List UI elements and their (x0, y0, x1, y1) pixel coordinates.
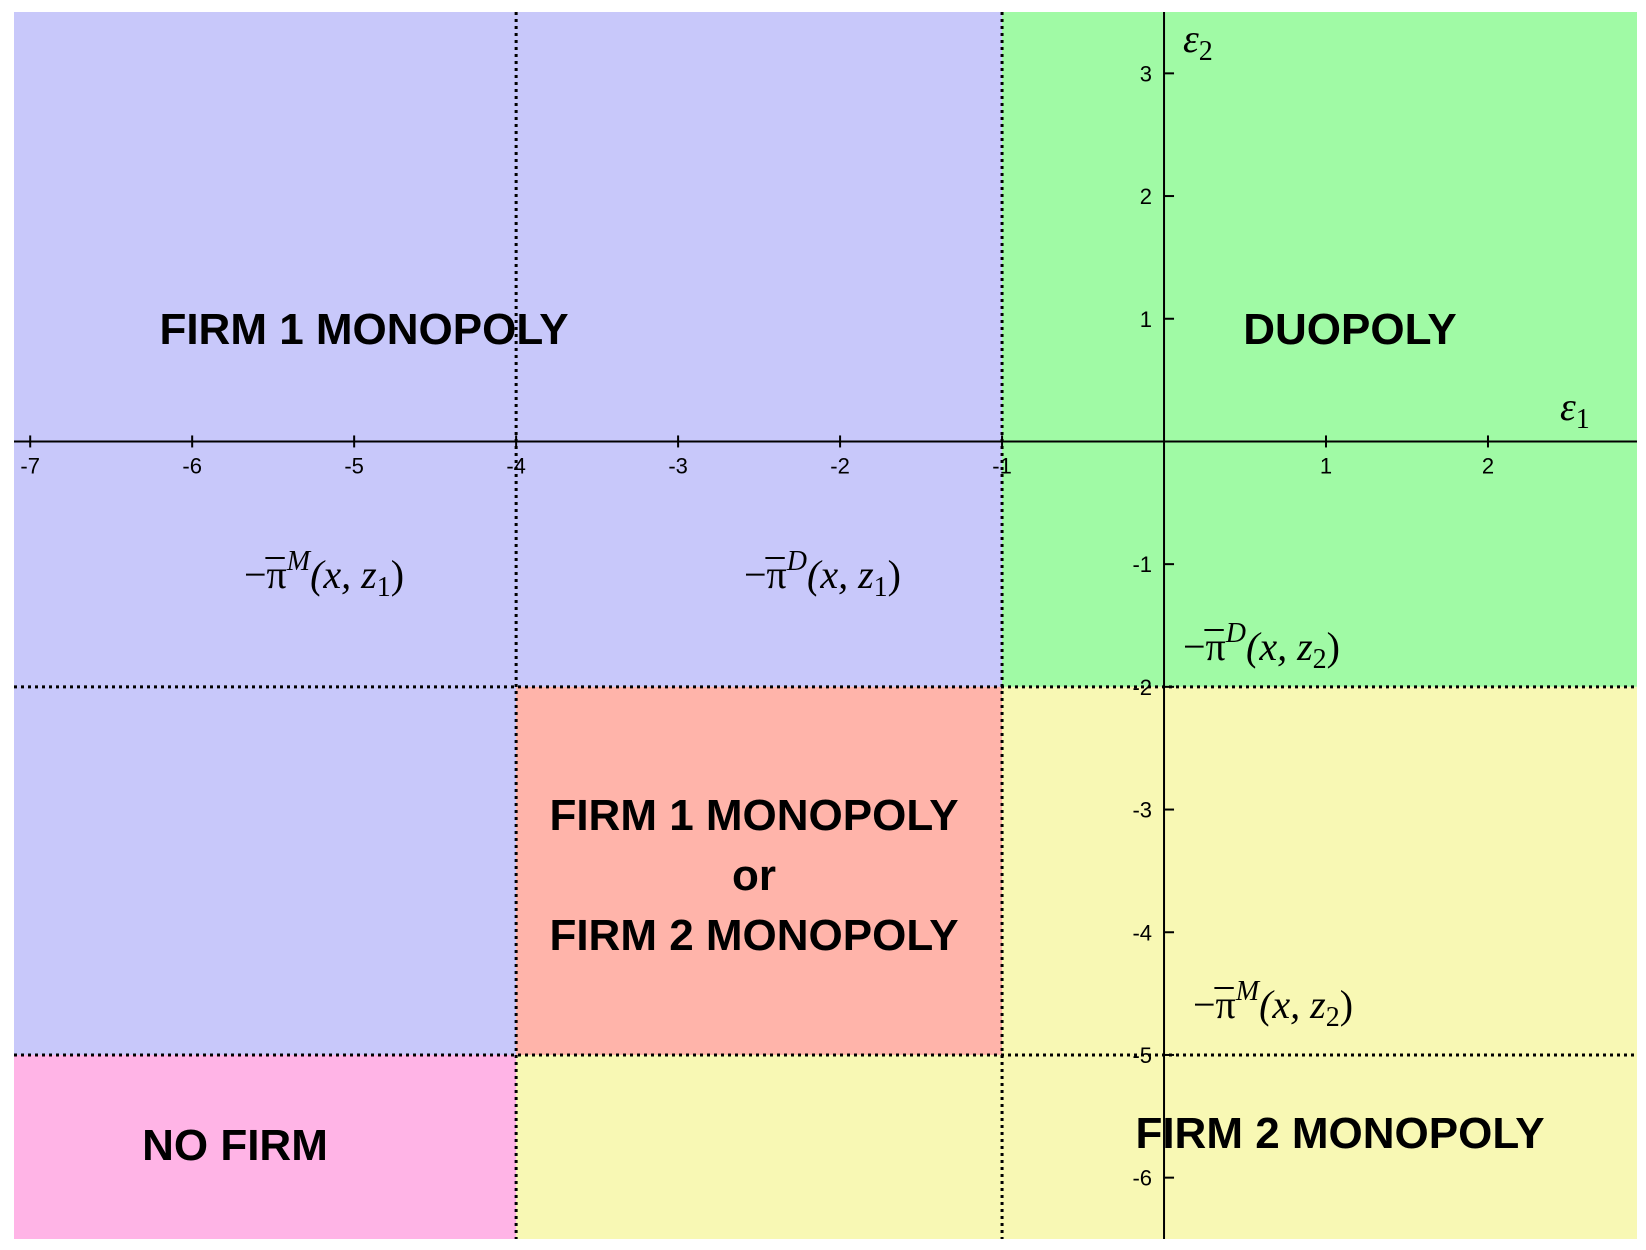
y-tick-label: -1 (1132, 552, 1152, 577)
y-tick-label: -4 (1132, 920, 1152, 945)
label-firm2-monopoly: FIRM 2 MONOPOLY (1135, 1109, 1544, 1158)
x-axis-label-base: ε (1560, 384, 1576, 429)
y-tick-label: -2 (1132, 675, 1152, 700)
threshold-label-pi-d-z2: −πD(x, z2) (1183, 618, 1340, 675)
pi-m-z1-sub: 1 (377, 572, 391, 603)
x-tick-label: -1 (992, 453, 1012, 478)
axes: -7 -6 -5 -4 -3 -2 -1 1 2 3 2 1 -1 -2 -3 -4 -5 -6 (14, 12, 1637, 1239)
pi-d-z2-sup: D (1225, 618, 1246, 649)
pi-d-z1-sub: 1 (874, 572, 888, 603)
label-duopoly: DUOPOLY (1243, 305, 1457, 354)
pi-d-z2-close: ) (1327, 624, 1340, 669)
pi-m-z2-prefix: −π (1193, 982, 1236, 1027)
region-fills (14, 12, 1637, 1239)
threshold-label-pi-m-z1: −πM(x, z1) (244, 546, 404, 603)
y-tick-label: 1 (1140, 307, 1152, 332)
region-multiple (516, 686, 1003, 1055)
x-tick-label: -4 (506, 453, 526, 478)
pi-d-z2-args: (x, z (1246, 624, 1313, 669)
y-axis-label-base: ε (1183, 16, 1199, 61)
pi-m-z2-sub: 2 (1326, 1002, 1340, 1033)
pi-d-z2-sub: 2 (1313, 644, 1327, 675)
pi-d-z1-close: ) (888, 552, 901, 597)
pi-overbars (265, 557, 1234, 989)
x-tick-label: -7 (20, 453, 40, 478)
x-tick-label: 2 (1482, 453, 1494, 478)
threshold-label-pi-m-z2: −πM(x, z2) (1193, 976, 1353, 1033)
label-multiple-line2: or (732, 851, 776, 900)
x-axis-label: ε1 (1560, 384, 1590, 435)
region-firm1-monopoly-left (14, 686, 517, 1055)
pi-m-z1-args: (x, z (310, 552, 377, 597)
y-tick-label: -3 (1132, 798, 1152, 823)
region-firm2-monopoly-bottom (516, 1054, 1003, 1239)
label-firm1-monopoly: FIRM 1 MONOPOLY (159, 305, 568, 354)
region-firm2-monopoly-right (1002, 686, 1637, 1239)
pi-m-z2-sup: M (1235, 976, 1261, 1007)
x-tick-label: -6 (182, 453, 202, 478)
pi-m-z1-sup: M (286, 546, 312, 577)
x-tick-label: 1 (1320, 453, 1332, 478)
pi-d-z2-prefix: −π (1183, 624, 1226, 669)
label-multiple-line3: FIRM 2 MONOPOLY (549, 911, 958, 960)
threshold-label-pi-d-z1: −πD(x, z1) (744, 546, 901, 603)
pi-m-z1-prefix: −π (244, 552, 287, 597)
pi-d-z1-sup: D (786, 546, 807, 577)
threshold-lines (14, 12, 1637, 1239)
region-firm1-monopoly-upper (14, 12, 1003, 687)
region-duopoly (1002, 12, 1637, 687)
x-tick-label: -3 (668, 453, 688, 478)
y-tick-label: 3 (1140, 61, 1152, 86)
pi-d-z1-args: (x, z (807, 552, 874, 597)
y-axis-label-sub: 2 (1199, 36, 1213, 67)
label-no-firm: NO FIRM (142, 1121, 328, 1170)
y-axis-label: ε2 (1183, 16, 1213, 67)
pi-m-z2-args: (x, z (1259, 982, 1326, 1027)
label-multiple-line1: FIRM 1 MONOPOLY (549, 791, 958, 840)
region-no-firm (14, 1054, 517, 1239)
pi-d-z1-prefix: −π (744, 552, 787, 597)
x-axis-label-sub: 1 (1576, 404, 1590, 435)
x-tick-label: -5 (344, 453, 364, 478)
x-tick-label: -2 (830, 453, 850, 478)
pi-m-z1-close: ) (391, 552, 404, 597)
pi-m-z2-close: ) (1340, 982, 1353, 1027)
y-tick-label: -5 (1132, 1043, 1152, 1068)
y-tick-label: 2 (1140, 184, 1152, 209)
y-tick-label: -6 (1132, 1166, 1152, 1191)
